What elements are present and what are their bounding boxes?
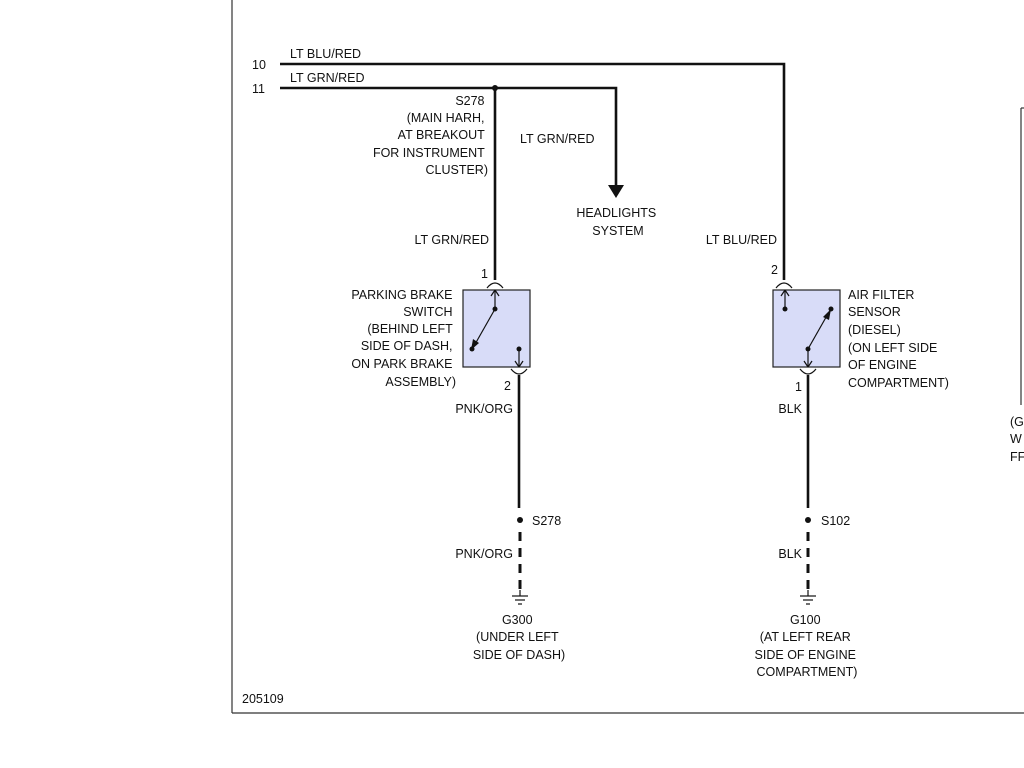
wire-lt-blu-red-main (280, 62, 786, 280)
afs-blade-arrowhead (823, 309, 831, 320)
headlights-system-label: HEADLIGHTS SYSTEM (576, 206, 659, 238)
wire-label-top-grn: LT GRN/RED (290, 71, 365, 85)
wire-label-pbs-out: PNK/ORG (455, 402, 513, 416)
wire-label-afs-out: BLK (778, 402, 802, 416)
pbs-internal-bottom-arrow (514, 360, 520, 368)
pbs-pin-2: 2 (504, 379, 511, 393)
wire-label-afs-ground: BLK (778, 547, 802, 561)
afs-internal-bottom-arrow2 (807, 360, 813, 368)
splice-s278-main-label: S278 (MAIN HARH, AT BREAKOUT FOR INSTRUM… (373, 94, 488, 177)
afs-pin-1: 1 (795, 380, 802, 394)
afs-internal-top-arrow (780, 289, 786, 297)
figure-id: 205109 (242, 692, 284, 706)
parking-brake-switch-label: PARKING BRAKE SWITCH (BEHIND LEFT SIDE O… (351, 288, 456, 389)
pin-10-label: 10 (252, 58, 266, 72)
wire-label-pbs-in: LT GRN/RED (414, 233, 489, 247)
splice-s278-main-dot (492, 85, 498, 91)
headlights-arrow (608, 185, 624, 198)
wire-label-headlights: LT GRN/RED (520, 132, 595, 146)
pbs-pin-1: 1 (481, 267, 488, 281)
pbs-connector-bottom (510, 368, 528, 375)
parking-brake-switch (462, 289, 531, 368)
splice-s278-left-label: S278 (532, 514, 561, 528)
pbs-contact-left (469, 346, 475, 352)
splice-s278-left-dot (517, 517, 523, 523)
pbs-switch-blade (473, 308, 496, 347)
pbs-internal-bottom-arrow2 (518, 360, 524, 368)
afs-connector-bottom (799, 368, 817, 375)
afs-pin-2: 2 (771, 263, 778, 277)
splice-s102-dot (805, 517, 811, 523)
air-filter-sensor (772, 289, 841, 368)
wire-label-pbs-ground: PNK/ORG (455, 547, 513, 561)
ground-g100-label: G100 (AT LEFT REAR SIDE OF ENGINE COMPAR… (755, 613, 860, 679)
ground-g100-symbol (800, 590, 816, 605)
pbs-internal-top-arrow (490, 289, 496, 297)
pbs-connector-top (486, 282, 504, 289)
air-filter-sensor-label: AIR FILTER SENSOR (DIESEL) (ON LEFT SIDE… (848, 288, 949, 390)
afs-connector-top (775, 282, 793, 289)
pbs-internal-top-arrow2 (494, 289, 500, 297)
pin-11-label: 11 (252, 82, 265, 96)
wire-label-top-blu: LT BLU/RED (290, 47, 361, 61)
afs-internal-top-arrow2 (784, 289, 790, 297)
ground-g300-label: G300 (UNDER LEFT SIDE OF DASH) (473, 613, 565, 662)
afs-internal-bottom-arrow (803, 360, 809, 368)
ground-g300-symbol (512, 590, 528, 605)
afs-contact-top (782, 306, 788, 312)
adjacent-diagram-fragment: (G W FF (1010, 415, 1024, 464)
wire-label-afs-in: LT BLU/RED (706, 233, 777, 247)
wire-lt-grn-red-headlights (494, 86, 618, 186)
splice-s102-label: S102 (821, 514, 850, 528)
